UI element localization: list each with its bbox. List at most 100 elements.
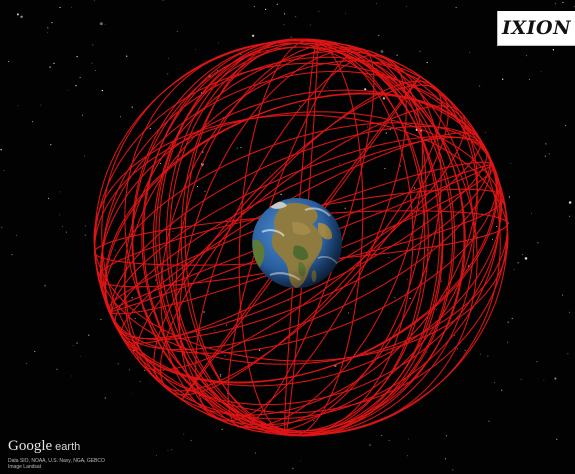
star [104, 397, 106, 399]
star [496, 225, 498, 228]
star [283, 24, 285, 26]
star [134, 317, 136, 320]
star [88, 334, 90, 336]
orbit-path [101, 56, 501, 420]
star [375, 3, 377, 5]
star [299, 105, 301, 107]
star [464, 349, 466, 352]
orbit-path [124, 60, 478, 416]
star [452, 469, 454, 471]
star [48, 197, 50, 199]
star [292, 467, 294, 469]
star [562, 294, 564, 296]
star [378, 34, 380, 36]
star [3, 170, 5, 171]
star [407, 455, 409, 457]
star [382, 97, 386, 100]
star [114, 249, 116, 251]
star [554, 377, 557, 380]
star [508, 196, 510, 198]
star [62, 226, 64, 227]
star [149, 127, 152, 130]
star [47, 31, 49, 33]
orbit-path [136, 105, 466, 371]
star [544, 155, 546, 157]
star [455, 7, 457, 8]
star [300, 460, 302, 462]
star [65, 231, 67, 233]
star [119, 116, 121, 118]
star [521, 253, 523, 255]
star [56, 368, 58, 370]
star [501, 389, 503, 391]
star [419, 50, 421, 53]
star [344, 207, 346, 209]
orbit-path [94, 111, 508, 365]
star [339, 163, 340, 164]
orbit-loop [132, 46, 466, 432]
star [219, 375, 222, 378]
star [79, 355, 81, 357]
orbit-path [120, 132, 482, 344]
star [543, 380, 545, 381]
star [388, 257, 390, 259]
star [59, 191, 61, 193]
star [497, 204, 499, 206]
credits-image: Image Landsat [8, 464, 42, 470]
star [131, 393, 133, 395]
star [71, 6, 72, 8]
star [32, 121, 34, 123]
star [171, 449, 173, 451]
star [536, 361, 538, 363]
star [47, 27, 49, 29]
star [214, 329, 216, 331]
star [552, 49, 555, 51]
star [435, 308, 437, 310]
star [131, 297, 133, 299]
star [426, 249, 428, 251]
imagery-credits: Data SIO, NOAA, U.S. Navy, NGA, GEBCO Im… [8, 458, 168, 470]
star [396, 54, 398, 56]
star [190, 439, 192, 442]
star [183, 433, 185, 435]
star [155, 279, 157, 281]
star [99, 22, 103, 26]
star [162, 0, 164, 1]
star [95, 69, 97, 71]
star [481, 213, 483, 215]
star [59, 214, 60, 216]
star [16, 13, 19, 16]
star [81, 114, 83, 116]
star [562, 1, 564, 3]
star [59, 6, 61, 9]
star [517, 262, 519, 264]
orbit-path [104, 93, 498, 383]
star [195, 49, 196, 51]
star [167, 73, 169, 75]
star [16, 235, 18, 237]
star [336, 312, 338, 314]
star [426, 61, 428, 64]
star [155, 454, 157, 456]
star [531, 212, 533, 214]
star [364, 88, 367, 91]
star [76, 55, 78, 58]
star [380, 50, 384, 53]
star [537, 242, 539, 244]
star [414, 187, 416, 189]
star [318, 10, 320, 12]
star [40, 104, 42, 106]
star [172, 231, 174, 232]
star [507, 222, 509, 224]
star [502, 78, 504, 80]
star [79, 77, 81, 78]
star [17, 105, 19, 107]
star [264, 8, 267, 11]
star [488, 420, 490, 422]
star [369, 444, 371, 446]
star [409, 297, 411, 300]
star [72, 344, 74, 346]
star [290, 36, 292, 38]
